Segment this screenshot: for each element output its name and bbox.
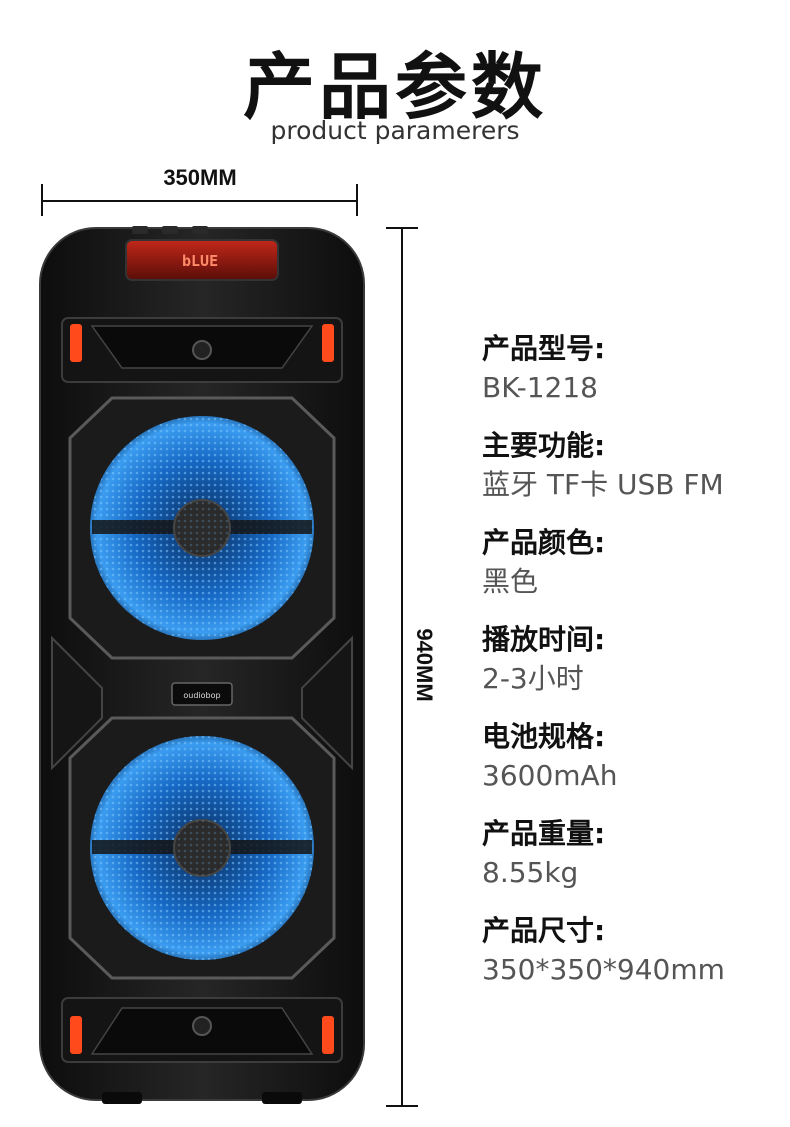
speaker-product-image: bLUE oudiobop bbox=[39, 226, 365, 1104]
page-subtitle: product paramerers bbox=[270, 116, 520, 145]
spec-value: 350*350*940mm bbox=[482, 953, 725, 986]
spec-value: 3600mAh bbox=[482, 759, 618, 792]
accent-light-bottom-left bbox=[70, 1016, 82, 1054]
spec-value: 蓝牙 TF卡 USB FM bbox=[482, 468, 724, 501]
spec-item-functions: 主要功能: 蓝牙 TF卡 USB FM bbox=[482, 427, 782, 524]
spec-value: BK-1218 bbox=[482, 371, 598, 404]
height-dimension-tick-bottom bbox=[386, 1105, 418, 1107]
spec-item-size: 产品尺寸: 350*350*940mm bbox=[482, 912, 782, 1009]
page-title: 产品参数 bbox=[242, 45, 547, 129]
accent-light-bottom-right bbox=[322, 1016, 334, 1054]
spec-value: 黑色 bbox=[482, 565, 539, 598]
spec-label: 产品重量: bbox=[482, 817, 606, 850]
width-dimension-tick-right bbox=[356, 184, 358, 216]
brand-badge-text: oudiobop bbox=[183, 691, 220, 700]
spec-item-model: 产品型号: BK-1218 bbox=[482, 330, 782, 427]
width-dimension-label: 350MM bbox=[163, 165, 237, 190]
spec-label: 产品型号: bbox=[482, 332, 606, 365]
spec-item-battery: 电池规格: 3600mAh bbox=[482, 718, 782, 815]
spec-item-color: 产品颜色: 黑色 bbox=[482, 524, 782, 621]
width-dimension-line bbox=[42, 200, 358, 202]
height-dimension-label: 940MM bbox=[412, 628, 437, 702]
spec-value: 8.55kg bbox=[482, 856, 579, 889]
accent-light-top-right bbox=[322, 324, 334, 362]
spec-value: 2-3小时 bbox=[482, 662, 584, 695]
spec-item-weight: 产品重量: 8.55kg bbox=[482, 815, 782, 912]
brand-badge bbox=[171, 682, 233, 706]
spec-list: 产品型号: BK-1218 主要功能: 蓝牙 TF卡 USB FM 产品颜色: … bbox=[482, 330, 782, 1009]
width-dimension-tick-left bbox=[41, 184, 43, 216]
led-display bbox=[125, 239, 279, 281]
spec-label: 产品颜色: bbox=[482, 526, 606, 559]
height-dimension-tick-top bbox=[386, 227, 418, 229]
spec-label: 主要功能: bbox=[482, 429, 606, 462]
height-dimension-line bbox=[401, 228, 403, 1106]
spec-item-play-time: 播放时间: 2-3小时 bbox=[482, 621, 782, 718]
spec-label: 产品尺寸: bbox=[482, 914, 606, 947]
spec-label: 播放时间: bbox=[482, 623, 606, 656]
led-display-text: bLUE bbox=[182, 252, 218, 270]
accent-light-top-left bbox=[70, 324, 82, 362]
spec-label: 电池规格: bbox=[482, 720, 606, 753]
